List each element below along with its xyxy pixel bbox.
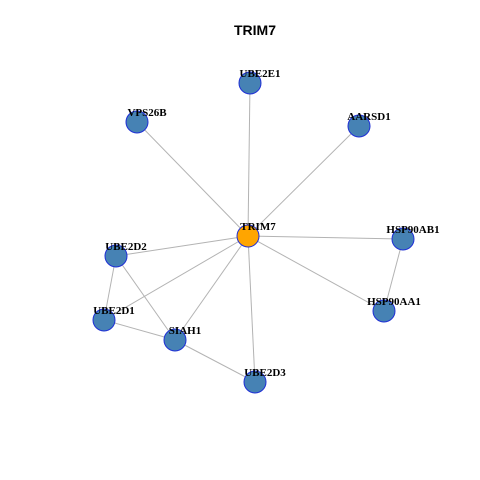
node-ube2d1 — [92, 308, 116, 332]
node-trim7 — [236, 224, 260, 248]
edge-trim7-ube2d1 — [103, 235, 249, 321]
node-label-hsp90ab1: HSP90AB1 — [386, 224, 439, 236]
node-ube2e1 — [238, 71, 262, 95]
edge-trim7-ube2d3 — [247, 235, 256, 383]
edge-siah1-ube2d3 — [174, 339, 256, 383]
node-hsp90aa1 — [372, 299, 396, 323]
edge-trim7-hsp90ab1 — [247, 235, 404, 240]
edge-hsp90ab1-hsp90aa1 — [383, 238, 404, 312]
node-label-ube2e1: UBE2E1 — [240, 68, 281, 80]
node-vps26b — [125, 110, 149, 134]
edge-ube2d2-siah1 — [115, 255, 176, 341]
edge-trim7-vps26b — [136, 121, 249, 237]
node-label-ube2d3: UBE2D3 — [244, 367, 286, 379]
edge-trim7-siah1 — [174, 235, 249, 341]
node-siah1 — [163, 328, 187, 352]
node-label-hsp90aa1: HSP90AA1 — [367, 296, 421, 308]
node-ube2d3 — [243, 370, 267, 394]
node-ube2d2 — [104, 244, 128, 268]
edge-trim7-aarsd1 — [247, 125, 360, 237]
node-label-vps26b: VPS26B — [127, 107, 167, 119]
edge-trim7-ube2d2 — [115, 235, 249, 257]
node-label-trim7: TRIM7 — [240, 221, 276, 233]
edge-trim7-hsp90aa1 — [247, 235, 385, 312]
edge-ube2d1-siah1 — [103, 319, 176, 341]
node-hsp90ab1 — [391, 227, 415, 251]
node-label-ube2d2: UBE2D2 — [105, 241, 147, 253]
node-label-siah1: SIAH1 — [169, 325, 201, 337]
node-label-ube2d1: UBE2D1 — [93, 305, 135, 317]
diagram-title: TRIM7 — [234, 22, 276, 38]
node-aarsd1 — [347, 114, 371, 138]
edge-trim7-ube2e1 — [247, 82, 251, 237]
node-label-aarsd1: AARSD1 — [347, 111, 390, 123]
